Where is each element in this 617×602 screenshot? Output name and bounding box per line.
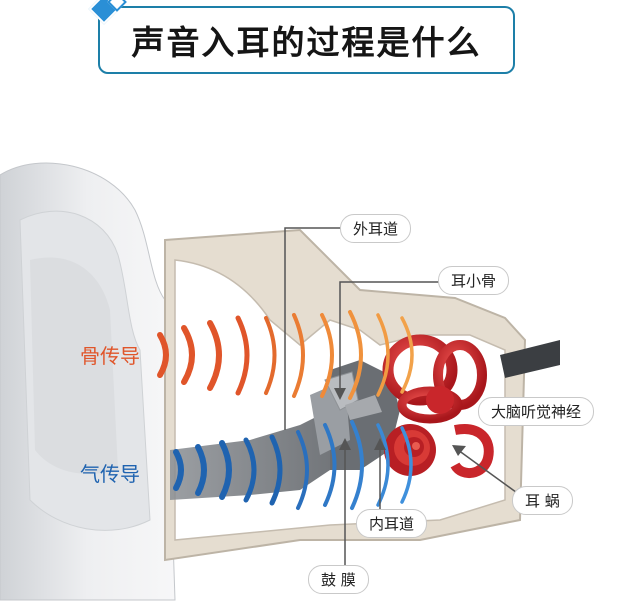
bone-conduction-label: 骨传导 xyxy=(80,340,140,369)
inner-ear-canal-label: 内耳道 xyxy=(356,509,427,538)
outer-ear-canal-label: 外耳道 xyxy=(340,214,411,243)
air-conduction-label: 气传导 xyxy=(80,458,140,487)
eardrum-label: 鼓 膜 xyxy=(308,565,369,594)
auditory-nerve-label: 大脑听觉神经 xyxy=(478,397,594,426)
outer-ear xyxy=(0,163,175,600)
cochlea-label: 耳 蜗 xyxy=(512,486,573,515)
ossicles-label: 耳小骨 xyxy=(438,266,509,295)
